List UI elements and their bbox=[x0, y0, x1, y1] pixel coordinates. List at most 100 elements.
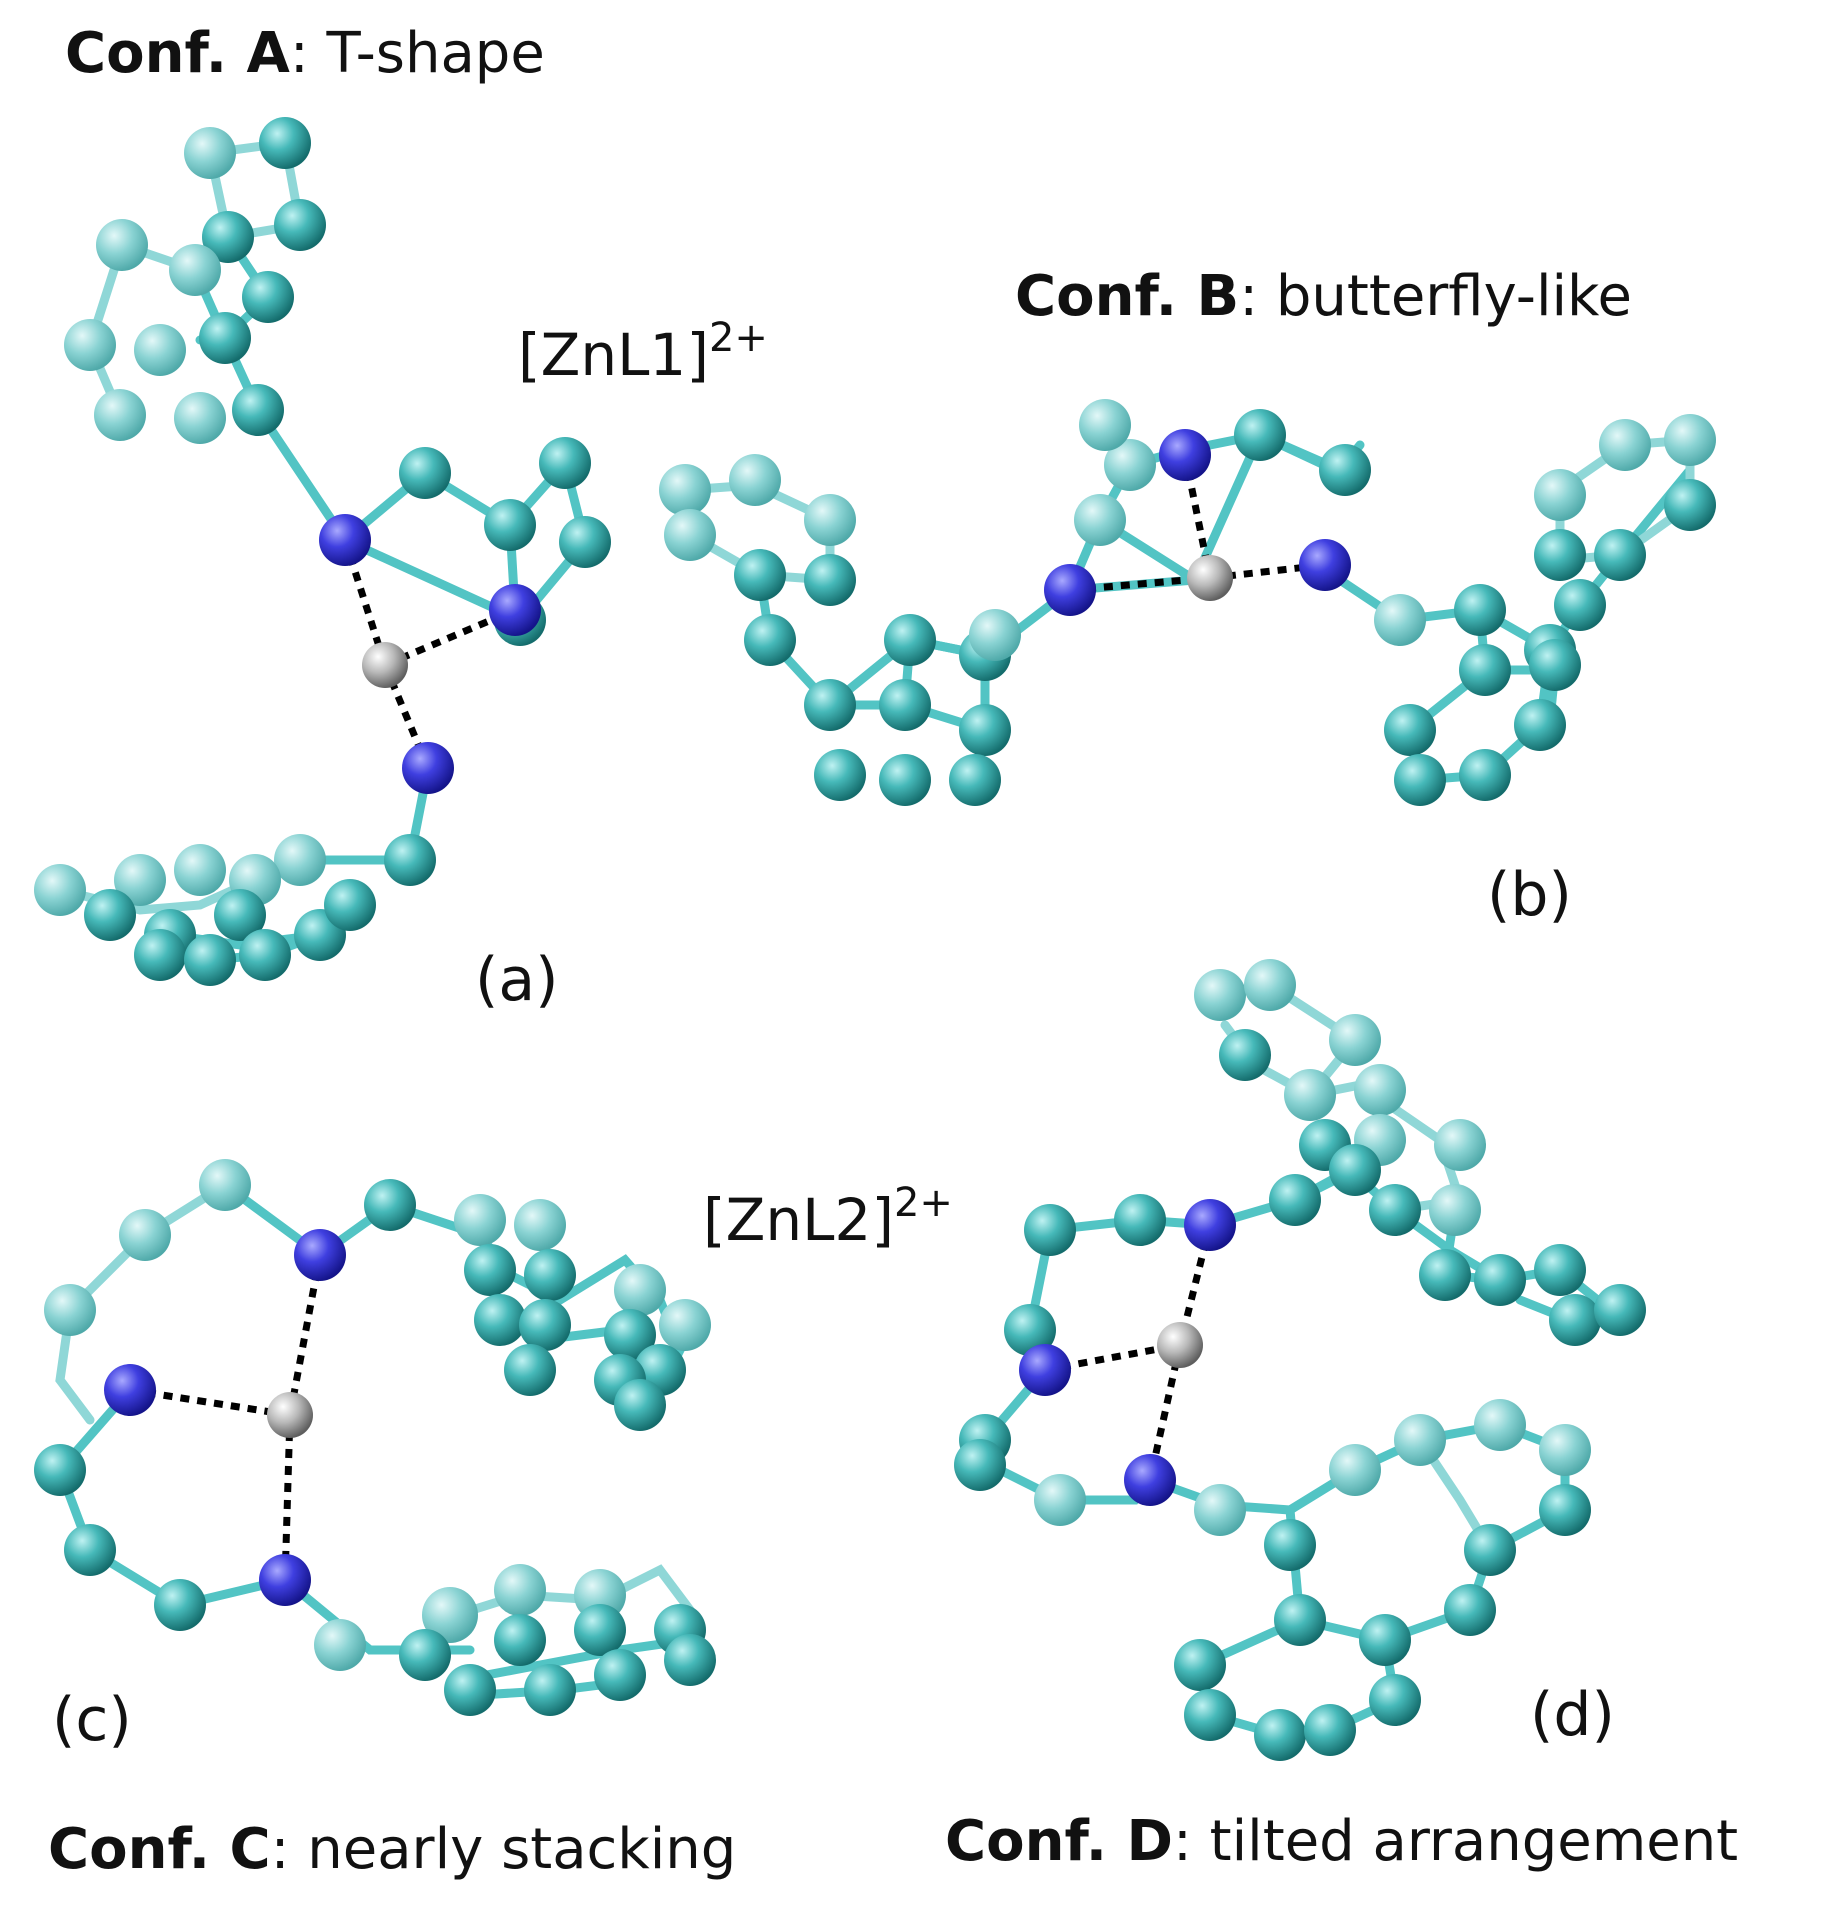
carbon-atom bbox=[134, 929, 186, 981]
carbon-atom bbox=[422, 1587, 478, 1643]
carbon-atom bbox=[1369, 1184, 1421, 1236]
carbon-atom bbox=[1024, 1204, 1076, 1256]
carbon-atom bbox=[1434, 1119, 1486, 1171]
panel-a-label: (a) bbox=[475, 945, 559, 1015]
carbon-atom bbox=[1419, 1249, 1471, 1301]
carbon-atom bbox=[664, 509, 716, 561]
carbon-atom bbox=[804, 679, 856, 731]
panel-a bbox=[34, 117, 611, 986]
carbon-atom bbox=[1539, 1424, 1591, 1476]
nitrogen-atom bbox=[1159, 429, 1211, 481]
carbon-atom bbox=[1539, 1484, 1591, 1536]
carbon-atom bbox=[1394, 754, 1446, 806]
carbon-atom bbox=[949, 754, 1001, 806]
nitrogen-atom bbox=[259, 1554, 311, 1606]
carbon-atom bbox=[559, 516, 611, 568]
nitrogen-atom bbox=[104, 1364, 156, 1416]
carbon-atom bbox=[514, 1199, 566, 1251]
carbon-atom bbox=[199, 312, 251, 364]
carbon-atom bbox=[954, 1439, 1006, 1491]
complex-l1-label: [ZnL1]2+ bbox=[518, 315, 768, 389]
carbon-atom bbox=[879, 679, 931, 731]
carbon-atom bbox=[1319, 444, 1371, 496]
carbon-atom bbox=[744, 614, 796, 666]
carbon-atom bbox=[64, 1524, 116, 1576]
carbon-atom bbox=[1554, 579, 1606, 631]
carbon-atom bbox=[879, 754, 931, 806]
carbon-atom bbox=[1274, 1594, 1326, 1646]
carbon-atom bbox=[574, 1604, 626, 1656]
carbon-atom bbox=[174, 392, 226, 444]
carbon-atom bbox=[1459, 749, 1511, 801]
carbon-atom bbox=[1104, 439, 1156, 491]
carbon-atom bbox=[444, 1664, 496, 1716]
carbon-atom bbox=[134, 324, 186, 376]
carbon-atom bbox=[734, 549, 786, 601]
carbon-atom bbox=[119, 1209, 171, 1261]
carbon-atom bbox=[1329, 1444, 1381, 1496]
carbon-atom bbox=[1549, 1294, 1601, 1346]
carbon-atom bbox=[1429, 1184, 1481, 1236]
carbon-atom bbox=[154, 1579, 206, 1631]
carbon-atom bbox=[814, 749, 866, 801]
carbon-atom bbox=[1079, 399, 1131, 451]
carbon-atom bbox=[1354, 1064, 1406, 1116]
carbon-atom bbox=[1174, 1639, 1226, 1691]
panel-d bbox=[954, 959, 1646, 1761]
carbon-atom bbox=[174, 844, 226, 896]
carbon-atom bbox=[494, 1614, 546, 1666]
panel-d-atoms bbox=[954, 959, 1646, 1761]
carbon-atom bbox=[1284, 1069, 1336, 1121]
carbon-atom bbox=[1514, 699, 1566, 751]
carbon-atom bbox=[364, 1179, 416, 1231]
carbon-atom bbox=[1444, 1584, 1496, 1636]
carbon-atom bbox=[1114, 1194, 1166, 1246]
panel-b-atoms bbox=[659, 399, 1716, 806]
carbon-atom bbox=[1664, 414, 1716, 466]
zinc-atom bbox=[362, 642, 408, 688]
nitrogen-atom bbox=[1299, 539, 1351, 591]
carbon-atom bbox=[384, 834, 436, 886]
carbon-atom bbox=[519, 1299, 571, 1351]
nitrogen-atom bbox=[1044, 564, 1096, 616]
zinc-atom bbox=[1187, 555, 1233, 601]
carbon-atom bbox=[1594, 1284, 1646, 1336]
carbon-atom bbox=[454, 1194, 506, 1246]
nitrogen-atom bbox=[319, 514, 371, 566]
panel-c bbox=[34, 1159, 716, 1716]
carbon-atom bbox=[1244, 959, 1296, 1011]
panel-b-label: (b) bbox=[1487, 860, 1572, 930]
carbon-atom bbox=[1034, 1474, 1086, 1526]
carbon-atom bbox=[1269, 1174, 1321, 1226]
conf-b-title: Conf. B: butterfly-like bbox=[1015, 264, 1632, 329]
carbon-atom bbox=[84, 889, 136, 941]
carbon-atom bbox=[1254, 1709, 1306, 1761]
carbon-atom bbox=[399, 447, 451, 499]
carbon-atom bbox=[314, 1619, 366, 1671]
carbon-atom bbox=[114, 854, 166, 906]
conf-d-title: Conf. D: tilted arrangement bbox=[945, 1809, 1738, 1874]
carbon-atom bbox=[1394, 1414, 1446, 1466]
panel-c-atoms bbox=[34, 1159, 716, 1716]
zinc-atom bbox=[1157, 1322, 1203, 1368]
carbon-atom bbox=[94, 389, 146, 441]
carbon-atom bbox=[1074, 494, 1126, 546]
carbon-atom bbox=[659, 1299, 711, 1351]
carbon-atom bbox=[1599, 419, 1651, 471]
carbon-atom bbox=[1459, 644, 1511, 696]
nitrogen-atom bbox=[294, 1229, 346, 1281]
carbon-atom bbox=[659, 464, 711, 516]
carbon-atom bbox=[44, 1284, 96, 1336]
carbon-atom bbox=[1219, 1029, 1271, 1081]
carbon-atom bbox=[324, 879, 376, 931]
carbon-atom bbox=[524, 1249, 576, 1301]
conf-c-title: Conf. C: nearly stacking bbox=[48, 1817, 736, 1882]
carbon-atom bbox=[1304, 1704, 1356, 1756]
carbon-atom bbox=[664, 1634, 716, 1686]
carbon-atom bbox=[199, 1159, 251, 1211]
carbon-atom bbox=[884, 614, 936, 666]
carbon-atom bbox=[1464, 1524, 1516, 1576]
carbon-atom bbox=[1359, 1614, 1411, 1666]
carbon-atom bbox=[274, 199, 326, 251]
carbon-atom bbox=[604, 1309, 656, 1361]
